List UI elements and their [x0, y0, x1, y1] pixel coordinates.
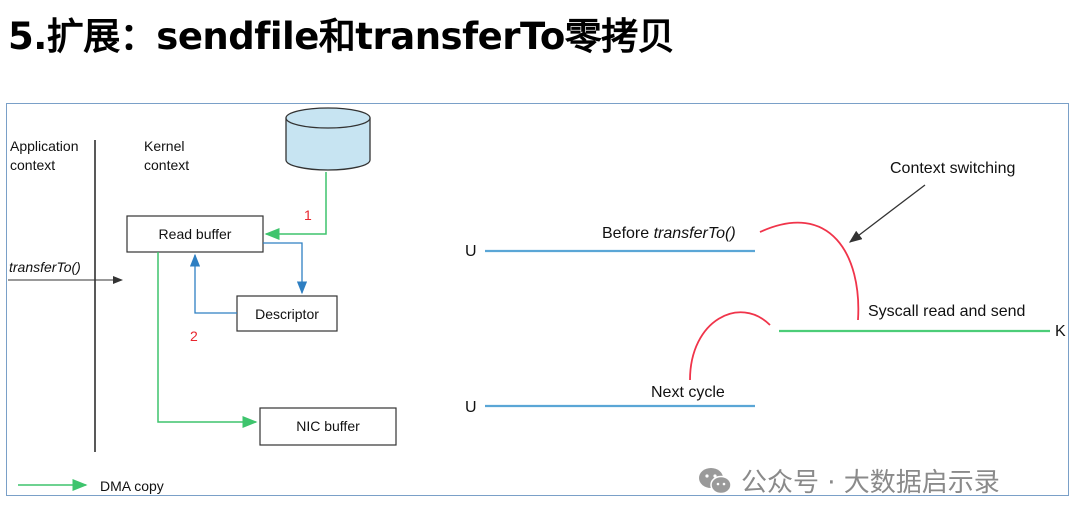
arrow-read-buffer-to-descriptor — [263, 242, 308, 295]
context-switch-arc-up — [689, 311, 771, 381]
before-transferto-label: Before transferTo() — [602, 225, 736, 242]
context-switching-label: Context switching — [890, 160, 1015, 177]
context-switching-arrow — [848, 184, 926, 243]
diagram-frame — [6, 103, 1069, 496]
app-context-label-line2: context — [10, 157, 55, 173]
u-label-bottom: U — [465, 399, 477, 416]
u-label-top: U — [465, 243, 477, 260]
dma-legend-label: DMA copy — [100, 478, 164, 494]
arrow-descriptor-to-read-buffer — [189, 253, 237, 314]
descriptor-label: Descriptor — [255, 306, 319, 322]
page-title: 5.扩展：sendfile和transferTo零拷贝 — [8, 15, 675, 58]
dma-arrow-read-buffer-to-nic — [157, 252, 258, 428]
app-context-label-line1: Application — [10, 138, 79, 154]
nic-buffer-box — [259, 407, 397, 446]
read-buffer-label: Read buffer — [159, 226, 232, 242]
next-cycle-label: Next cycle — [651, 384, 725, 401]
dma-arrow-disk-to-read-buffer — [264, 172, 327, 240]
nic-buffer-label: NIC buffer — [296, 418, 360, 434]
step-2-label: 2 — [190, 328, 198, 344]
step-1-label: 1 — [304, 207, 312, 223]
transferto-call-label: transferTo() — [9, 259, 81, 275]
watermark-text: 公众号 · 大数据启示录 — [741, 468, 1000, 498]
watermark: 公众号 · 大数据启示录 — [697, 462, 1000, 499]
context-switch-arc-down — [759, 221, 860, 321]
kernel-context-label-line1: Kernel — [144, 138, 184, 154]
read-buffer-box — [126, 215, 264, 253]
syscall-label: Syscall read and send — [868, 303, 1025, 320]
kernel-context-label-line2: context — [144, 157, 189, 173]
disk-icon — [285, 107, 371, 171]
wechat-icon — [699, 467, 732, 494]
k-label: K — [1055, 323, 1066, 340]
